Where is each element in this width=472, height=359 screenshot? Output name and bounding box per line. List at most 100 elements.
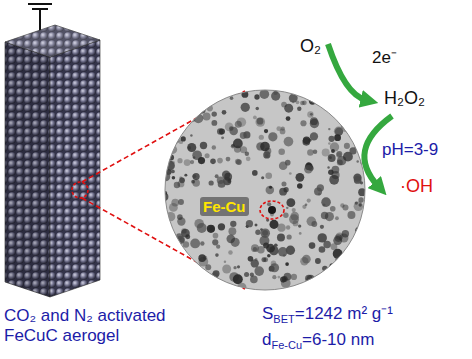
particle <box>164 230 167 235</box>
particle <box>164 241 171 249</box>
particle <box>352 244 358 250</box>
particle <box>221 136 224 139</box>
particle <box>217 158 223 164</box>
particle <box>280 277 286 283</box>
particle <box>193 173 200 180</box>
particle <box>293 89 299 93</box>
particle <box>305 203 308 206</box>
particle <box>213 233 219 239</box>
particle <box>307 149 313 155</box>
particle <box>271 91 280 100</box>
electrode-face <box>50 40 100 297</box>
particle <box>197 223 207 233</box>
particle <box>173 94 182 103</box>
particle <box>356 228 366 238</box>
particle <box>285 262 289 266</box>
particle <box>209 180 214 185</box>
particle <box>184 174 187 177</box>
particle <box>244 272 249 277</box>
particle <box>235 121 242 128</box>
particle <box>171 169 175 173</box>
particle <box>322 149 330 157</box>
particle <box>254 94 259 99</box>
particle <box>254 266 264 276</box>
tem-image-circle: Fe-Cu <box>164 89 366 291</box>
particle <box>286 246 295 255</box>
particle <box>297 286 306 291</box>
particle <box>165 161 175 171</box>
particle <box>298 224 301 227</box>
particle <box>268 206 276 214</box>
particle <box>289 172 292 175</box>
particle <box>246 220 253 227</box>
particle <box>348 93 353 98</box>
particle <box>178 280 184 286</box>
zoom-marker <box>72 182 88 198</box>
particle <box>261 176 264 179</box>
particle <box>185 234 190 239</box>
particle <box>230 221 236 227</box>
particle <box>315 258 321 264</box>
particle <box>359 252 366 262</box>
particle <box>360 258 366 265</box>
particle <box>207 225 215 233</box>
particle <box>207 225 212 230</box>
particle-label: Fe-Cu <box>200 197 249 216</box>
particle <box>314 188 322 196</box>
particle <box>260 228 270 238</box>
particle <box>228 250 233 255</box>
particle <box>164 246 166 250</box>
property-label: =6-10 nm <box>302 330 374 350</box>
particle <box>266 244 275 253</box>
particle <box>267 202 271 206</box>
particle <box>217 177 224 184</box>
particle <box>271 260 276 265</box>
shade <box>5 42 50 297</box>
particle <box>179 140 183 144</box>
particle <box>356 91 364 99</box>
particle <box>181 112 185 116</box>
particle <box>335 280 339 284</box>
particle <box>363 242 366 247</box>
particle <box>287 234 292 239</box>
particle <box>335 216 339 220</box>
particle <box>305 89 314 96</box>
particle <box>277 233 285 241</box>
particle <box>177 214 183 220</box>
particle <box>300 101 304 105</box>
particle <box>286 225 290 229</box>
particle <box>253 247 257 251</box>
tem-ground <box>164 89 366 291</box>
particle <box>354 123 358 127</box>
property-label: =1242 m² g⁻¹ <box>295 304 393 324</box>
particle <box>180 178 185 183</box>
particle <box>260 142 270 152</box>
radical-label: ·OH <box>400 176 433 197</box>
particle <box>176 126 181 131</box>
particle <box>278 276 281 279</box>
particle <box>364 247 366 251</box>
particle <box>358 197 363 202</box>
particle <box>359 203 362 206</box>
particle <box>313 149 318 154</box>
particle <box>203 283 208 288</box>
chemical-label: O₂ <box>300 36 321 57</box>
particle <box>224 173 232 181</box>
particle <box>296 100 300 104</box>
reaction-arrow <box>328 44 366 100</box>
particle <box>205 153 210 158</box>
particle <box>170 126 175 131</box>
particle <box>279 188 287 196</box>
particle <box>227 179 231 183</box>
particle <box>328 142 330 144</box>
particle <box>339 233 348 242</box>
particle <box>164 114 167 119</box>
particle <box>344 143 350 149</box>
particle <box>218 223 225 230</box>
chemical-label: H₂O₂ <box>384 88 425 109</box>
particle <box>321 212 328 219</box>
particle <box>286 198 295 207</box>
shade <box>5 25 100 57</box>
particle <box>170 271 179 280</box>
particle <box>183 241 189 247</box>
